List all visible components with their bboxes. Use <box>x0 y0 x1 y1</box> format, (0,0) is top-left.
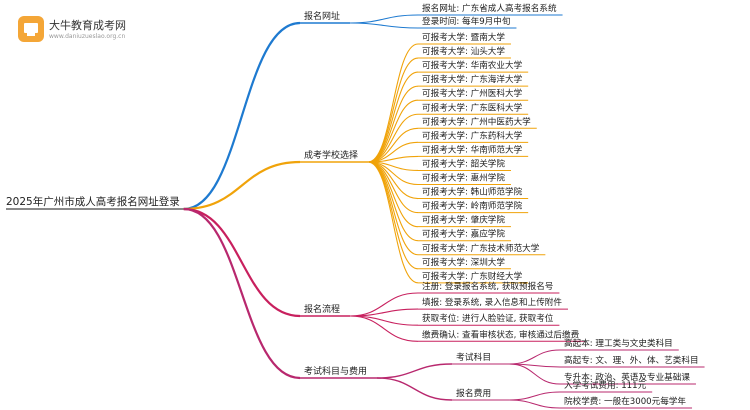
leaf-2-18: 可报考大学: 广东财经大学 <box>422 270 523 282</box>
logo-name: 大牛教育成考网 <box>49 19 126 32</box>
leaf-2-15: 可报考大学: 嘉应学院 <box>422 228 505 240</box>
sub-leaf-edge-1-1 <box>509 349 561 365</box>
leaf-3-1: 注册: 登录报名系统, 获取预报名号 <box>422 280 553 292</box>
sub-branch-2: 报名费用 <box>456 387 491 399</box>
leaf-2-11: 可报考大学: 惠州学院 <box>422 172 505 184</box>
branch-edge-1 <box>183 21 301 211</box>
leaf-1-1: 报名网址: 广东省成人高考报名系统 <box>422 2 557 14</box>
sub-branch-1: 考试科目 <box>456 351 491 363</box>
leaf-2-13: 可报考大学: 岭南师范学院 <box>422 200 523 212</box>
leaf-2-2: 可报考大学: 汕头大学 <box>422 45 505 57</box>
book-icon <box>18 16 44 42</box>
leaf-3-4: 缴费确认: 查看审核状态, 审核通过后缴费 <box>422 328 580 340</box>
branch-label-1: 报名网址 <box>304 10 340 22</box>
leaf-3-3: 获取考位: 进行人脸验证, 获取考位 <box>422 312 554 324</box>
leaf-2-8: 可报考大学: 广东药科大学 <box>422 129 523 141</box>
leaf-edge-2-18 <box>367 161 419 284</box>
leaf-edge-1-2 <box>350 22 419 29</box>
leaf-edge-2-16 <box>367 161 419 256</box>
branch-edge-4 <box>183 207 301 380</box>
leaf-edge-2-6 <box>367 113 419 163</box>
leaf-2-16: 可报考大学: 广东技术师范大学 <box>422 242 540 254</box>
branch-edge-2 <box>183 160 301 211</box>
leaf-2-6: 可报考大学: 广东医科大学 <box>422 101 523 113</box>
leaf-edge-2-3 <box>367 71 419 163</box>
branch-edge-3 <box>183 207 301 318</box>
leaf-2-4: 可报考大学: 广东海洋大学 <box>422 73 523 85</box>
leaf-2-14: 可报考大学: 肇庆学院 <box>422 214 505 226</box>
sub-leaf-1-1: 高起本: 理工类与文史类科目 <box>564 337 673 349</box>
leaf-1-2: 登录时间: 每年9月中旬 <box>422 15 511 27</box>
leaf-2-1: 可报考大学: 暨南大学 <box>422 31 505 43</box>
sub-edge-1 <box>377 363 453 379</box>
branch-label-3: 报名流程 <box>304 303 340 315</box>
leaf-edge-2-4 <box>367 85 419 163</box>
site-logo: 大牛教育成考网 www.daniuzueslao.org.cn <box>18 14 136 46</box>
sub-leaf-edge-2-1 <box>509 391 561 401</box>
sub-leaf-edge-1-3 <box>509 363 561 385</box>
leaf-2-17: 可报考大学: 深圳大学 <box>422 256 505 268</box>
leaf-2-9: 可报考大学: 华南师范大学 <box>422 143 523 155</box>
leaf-2-3: 可报考大学: 华南农业大学 <box>422 59 523 71</box>
leaf-2-10: 可报考大学: 韶关学院 <box>422 157 505 169</box>
sub-leaf-2-1: 入学考试费用: 111元 <box>564 379 647 391</box>
sub-leaf-2-2: 院校学费: 一般在3000元每学年 <box>564 395 686 407</box>
leaf-3-2: 填报: 登录系统, 录入信息和上传附件 <box>422 296 562 308</box>
leaf-2-12: 可报考大学: 韩山师范学院 <box>422 186 523 198</box>
leaf-edge-1-1 <box>350 14 419 24</box>
root-topic: 2025年广州市成人高考报名网址登录 <box>6 195 180 208</box>
sub-leaf-1-2: 高起专: 文、理、外、体、艺类科目 <box>564 354 699 366</box>
leaf-edge-2-17 <box>367 161 419 270</box>
leaf-edge-3-4 <box>350 315 419 342</box>
leaf-edge-2-1 <box>367 43 419 163</box>
leaf-2-5: 可报考大学: 广州医科大学 <box>422 87 523 99</box>
leaf-2-7: 可报考大学: 广州中医药大学 <box>422 115 531 127</box>
branch-label-4: 考试科目与费用 <box>304 365 367 377</box>
sub-edge-2 <box>377 377 453 401</box>
logo-url: www.daniuzueslao.org.cn <box>49 33 126 40</box>
sub-leaf-edge-2-2 <box>509 399 561 409</box>
leaf-edge-2-2 <box>367 57 419 163</box>
branch-label-2: 成考学校选择 <box>304 149 358 161</box>
sub-leaf-1-3: 专升本: 政治、英语及专业基础课 <box>564 371 690 383</box>
